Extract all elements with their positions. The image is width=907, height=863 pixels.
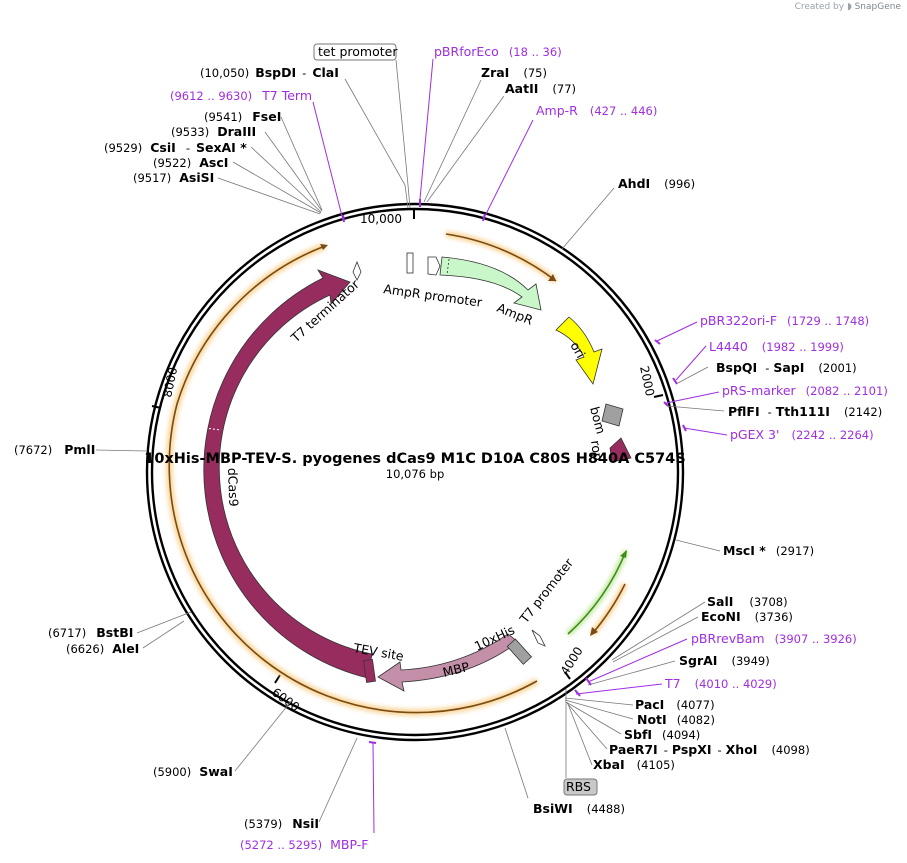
plasmid-length: 10,076 bp xyxy=(386,467,445,481)
primer-prs-marker[interactable]: pRS-marker(2082 .. 2101) xyxy=(722,383,888,398)
tick-label-6000: 6000 xyxy=(269,685,302,714)
mbp-label: MBP xyxy=(441,659,471,680)
primer-t7[interactable]: T7(4010 .. 4029) xyxy=(664,676,777,691)
bom-feature[interactable] xyxy=(601,403,624,427)
tick-label-4000: 4000 xyxy=(558,644,586,677)
dcas9-feature[interactable] xyxy=(203,269,373,679)
tet-promoter-label: tet promoter xyxy=(318,44,398,59)
primer-pbrrevbam[interactable]: pBRrevBam(3907 .. 3926) xyxy=(691,631,857,646)
ampr-feature[interactable] xyxy=(439,256,542,311)
site-alei[interactable]: (6626)AleI xyxy=(66,641,139,656)
rbs-label: RBS xyxy=(566,779,591,794)
site-paer7i-pspxi-xhoi[interactable]: PaeR7I-PspXI-XhoI(4098) xyxy=(609,742,810,757)
site-pflfi-tth111i[interactable]: PflFI-Tth111I(2142) xyxy=(728,404,882,419)
mbp-feature[interactable] xyxy=(377,633,519,692)
site-paci[interactable]: PacI(4077) xyxy=(635,697,715,712)
orf-arcs xyxy=(165,231,629,717)
plasmid-title: 10xHis-MBP-TEV-S. pyogenes dCas9 M1C D10… xyxy=(144,451,685,467)
site-ahdi[interactable]: AhdI(996) xyxy=(618,176,695,191)
primer-labels: pBRforEco(18 .. 36) (9612 .. 9630)T7 Ter… xyxy=(170,44,888,852)
site-sgrai[interactable]: SgrAI(3949) xyxy=(679,653,770,668)
site-draiii[interactable]: (9533)DraIII xyxy=(171,124,256,139)
rbs-box xyxy=(563,778,598,796)
tick-6000 xyxy=(274,674,281,684)
primer-pbrforeco[interactable]: pBRforEco(18 .. 36) xyxy=(434,44,562,59)
site-swai[interactable]: (5900)SwaI xyxy=(153,764,233,779)
primer-amp-r[interactable]: Amp-R(427 .. 446) xyxy=(536,103,657,118)
tet-promoter-box xyxy=(313,43,397,61)
site-leaders xyxy=(95,59,725,823)
site-nsii[interactable]: (5379)NsiI xyxy=(244,816,319,831)
ori-feature[interactable] xyxy=(555,316,603,385)
brand-prefix: Created by xyxy=(794,2,845,12)
orf-dcas9-arc xyxy=(168,245,538,714)
site-zrai[interactable]: ZraI(75) xyxy=(481,65,547,80)
primer-mbp-f[interactable]: (5272 .. 5295)MBP-F xyxy=(240,837,368,852)
backbone-inner-strand xyxy=(150,207,680,737)
site-asisi[interactable]: (9517)AsiSI xyxy=(133,170,214,185)
primer-pbr322ori-f[interactable]: pBR322ori-F(1729 .. 1748) xyxy=(700,313,869,328)
primer-leaders xyxy=(312,58,728,834)
ori-label: ori xyxy=(567,339,588,361)
tick-label-8000: 8000 xyxy=(160,366,180,399)
site-bstbi[interactable]: (6717)BstBI xyxy=(48,625,133,640)
site-asci[interactable]: (9522)AscI xyxy=(153,155,228,170)
site-aatii[interactable]: AatII(77) xyxy=(505,81,576,96)
t7-promoter-feature[interactable] xyxy=(531,629,546,647)
tick-4000 xyxy=(564,671,571,680)
primer-pgex-3[interactable]: pGEX 3'(2242 .. 2264) xyxy=(730,427,874,442)
site-csii-sexai[interactable]: (9529)CsiI-SexAI * xyxy=(104,140,247,155)
ampr-promoter-label: AmpR promoter xyxy=(383,281,484,310)
orf-ampr-arc xyxy=(445,233,557,282)
t7-terminator-feature[interactable] xyxy=(352,260,362,281)
primer-l4440[interactable]: L4440(1982 .. 1999) xyxy=(709,339,844,354)
tick-2000 xyxy=(653,394,664,398)
primer-markers xyxy=(342,199,687,744)
snapgene-logo-icon: ◗ xyxy=(846,2,852,12)
site-pmli[interactable]: (7672)PmlI xyxy=(14,442,95,457)
tick-8000 xyxy=(151,405,162,409)
site-noti[interactable]: NotI(4082) xyxy=(637,712,715,727)
site-sbfi[interactable]: SbfI(4094) xyxy=(624,727,700,742)
site-sali[interactable]: SalI(3708) xyxy=(707,594,788,609)
rop-label: rop xyxy=(588,439,606,461)
orf-green-arc xyxy=(567,550,627,635)
t7-promoter-label: T7 promoter xyxy=(516,555,577,627)
tick-label-2000: 2000 xyxy=(637,365,657,398)
site-msci[interactable]: MscI *(2917) xyxy=(723,543,814,558)
site-fsei[interactable]: (9541)FseI xyxy=(204,109,281,124)
site-bsiwi[interactable]: BsiWI(4488) xyxy=(533,801,625,816)
site-xbai[interactable]: XbaI(4105) xyxy=(593,757,675,772)
snapgene-brand: Created by ◗ SnapGene xyxy=(795,2,901,12)
rop-feature[interactable] xyxy=(609,437,632,463)
tev-site-feature[interactable] xyxy=(363,658,376,683)
backbone-outer-strand xyxy=(145,202,685,742)
site-bspdi-clai[interactable]: (10,050)BspDI-ClaI xyxy=(200,65,339,80)
bom-label: bom xyxy=(587,405,609,436)
site-econi[interactable]: EcoNI(3736) xyxy=(701,609,793,624)
tick-label-10000: 10,000 xyxy=(360,212,402,226)
features xyxy=(203,252,632,692)
brand-name: SnapGene xyxy=(854,2,901,12)
site-bspqi-sapi[interactable]: BspQI-SapI(2001) xyxy=(716,360,857,375)
dcas9-label: dCas9 xyxy=(225,468,241,507)
his-tag-feature[interactable] xyxy=(506,638,533,665)
primer-t7-term[interactable]: (9612 .. 9630)T7 Term xyxy=(170,88,312,103)
tet-promoter-feature[interactable] xyxy=(406,252,414,274)
tick-marks xyxy=(151,210,664,684)
ampr-promoter-feature[interactable] xyxy=(427,256,441,276)
site-labels: (10,050)BspDI-ClaI ZraI(75) AatII(77) (9… xyxy=(14,65,882,831)
plasmid-backbone xyxy=(145,202,685,742)
